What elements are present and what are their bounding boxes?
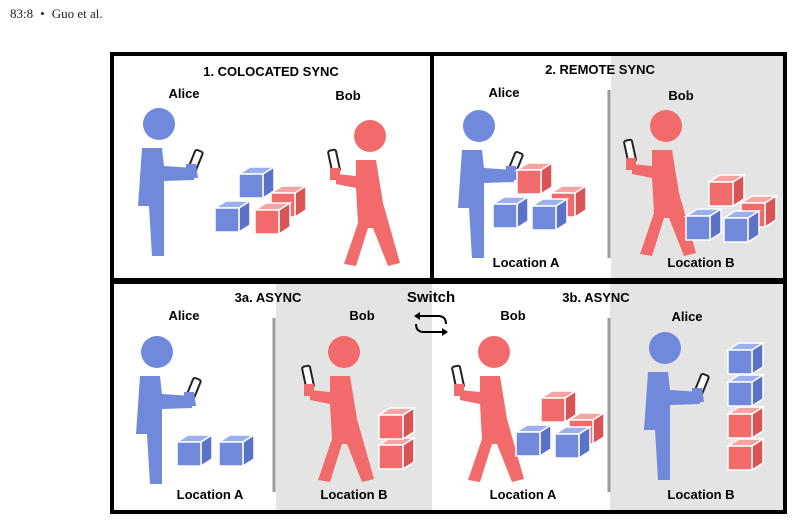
cube-stack-async-a-location-b <box>378 407 415 470</box>
person-label-alice: Alice <box>488 85 519 100</box>
panel-async-a-title: 3a. ASYNC <box>235 290 302 305</box>
author-list: Guo et al. <box>51 6 103 21</box>
location-label-b: Location B <box>667 487 734 502</box>
location-label-a: Location A <box>490 487 557 502</box>
page-header: 83:8 • Guo et al. <box>10 6 103 22</box>
panel-colocated-title: 1. COLOCATED SYNC <box>203 64 339 79</box>
person-label-bob: Bob <box>335 88 360 103</box>
person-label-bob: Bob <box>500 308 525 323</box>
swap-arrows-icon <box>414 312 448 336</box>
panel-colocated-sync: 1. COLOCATED SYNC Alice Bob <box>110 52 434 282</box>
bob-figure <box>450 335 525 483</box>
person-label-alice: Alice <box>671 309 702 324</box>
alice-figure <box>457 109 525 259</box>
person-label-alice: Alice <box>168 86 199 101</box>
page-number: 83:8 <box>10 6 34 21</box>
location-label-a: Location A <box>493 255 560 270</box>
person-label-alice: Alice <box>168 308 199 323</box>
cube-stack-async-a-location-a <box>176 434 255 467</box>
async-a-location-b-bg <box>276 284 432 510</box>
cube-tower-async-b-location-b <box>727 342 764 471</box>
cube-stack-async-b-location-a <box>515 390 605 459</box>
person-label-bob: Bob <box>349 308 374 323</box>
person-label-bob: Bob <box>668 88 693 103</box>
panel-async-b-title: 3b. ASYNC <box>562 290 630 305</box>
location-label-b: Location B <box>667 255 734 270</box>
panel-remote-title: 2. REMOTE SYNC <box>545 62 655 77</box>
panel-async: 3a. ASYNC 3b. ASYNC Switch Alice Locatio… <box>110 280 787 514</box>
panel-remote-sync: 2. REMOTE SYNC Alice Bob Location A Loca… <box>430 52 787 282</box>
header-bullet: • <box>40 6 45 21</box>
location-label-b: Location B <box>320 487 387 502</box>
panel-async-frame <box>110 280 787 514</box>
switch-label: Switch <box>407 289 455 306</box>
location-label-a: Location A <box>177 487 244 502</box>
